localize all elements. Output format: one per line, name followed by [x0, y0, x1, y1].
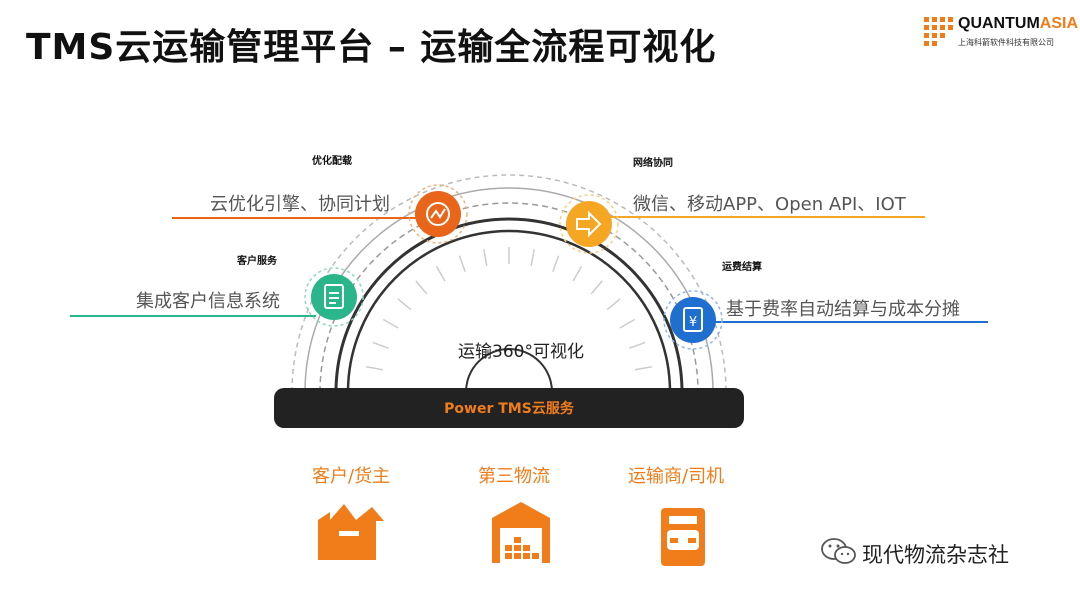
feature-heading-customer: 客户服务	[237, 256, 277, 267]
tick-mark	[629, 341, 646, 349]
logo-grid-icon	[924, 17, 953, 46]
stakeholder-carrier-label: 运输商/司机	[628, 466, 725, 487]
page-title: TMS云运输管理平台 – 运输全流程可视化	[26, 27, 717, 68]
core-arc	[465, 348, 553, 393]
tick-mark	[572, 266, 583, 282]
tick-mark	[383, 318, 399, 329]
company-logo: QUANTUMASIA 上海科箭软件科技有限公司	[924, 15, 1078, 55]
feature-heading-network: 网络协同	[633, 158, 673, 169]
warehouse-icon	[492, 502, 550, 563]
line-chart-icon	[408, 184, 468, 244]
wechat-icon	[821, 538, 856, 564]
feature-desc-settlement: 基于费率自动结算与成本分摊	[726, 299, 960, 320]
tick-mark	[530, 249, 535, 267]
svg-text:¥: ¥	[689, 315, 697, 330]
tick-mark	[435, 266, 446, 282]
logo-name: QUANTUMASIA	[958, 15, 1078, 32]
tick-mark	[366, 366, 384, 371]
tick-mark	[372, 341, 389, 349]
clipboard-icon	[304, 267, 364, 327]
tick-marks	[366, 247, 652, 371]
tick-mark	[483, 249, 488, 267]
tick-mark	[415, 280, 428, 295]
tick-mark	[634, 366, 652, 371]
yuan-receipt-icon: ¥	[663, 290, 723, 350]
tick-mark	[397, 298, 412, 311]
box-icon	[318, 504, 384, 560]
inner-arc	[346, 229, 672, 393]
feature-desc-optimize: 云优化引擎、协同计划	[210, 194, 390, 215]
middle-arc	[334, 217, 684, 393]
tick-mark	[458, 255, 466, 272]
feature-heading-settlement: 运费结算	[722, 262, 762, 273]
tick-mark	[606, 298, 621, 311]
tick-mark	[590, 280, 603, 295]
stakeholder-3pl-label: 第三物流	[478, 466, 550, 487]
logo-subtitle: 上海科箭软件科技有限公司	[958, 38, 1054, 47]
platform-label: Power TMS云服务	[444, 401, 574, 417]
center-label: 运输360°可视化	[458, 342, 584, 362]
platform-bar: Power TMS云服务	[274, 388, 744, 428]
arrow-right-icon	[559, 194, 619, 254]
feature-desc-customer: 集成客户信息系统	[136, 291, 280, 312]
feature-desc-network: 微信、移动APP、Open API、IOT	[633, 194, 906, 215]
truck-icon	[661, 508, 705, 566]
tick-mark	[619, 318, 635, 329]
feature-heading-optimize: 优化配载	[312, 156, 352, 167]
watermark-text: 现代物流杂志社	[862, 543, 1009, 567]
tick-mark	[552, 255, 560, 272]
stakeholder-customer-label: 客户/货主	[312, 466, 391, 487]
